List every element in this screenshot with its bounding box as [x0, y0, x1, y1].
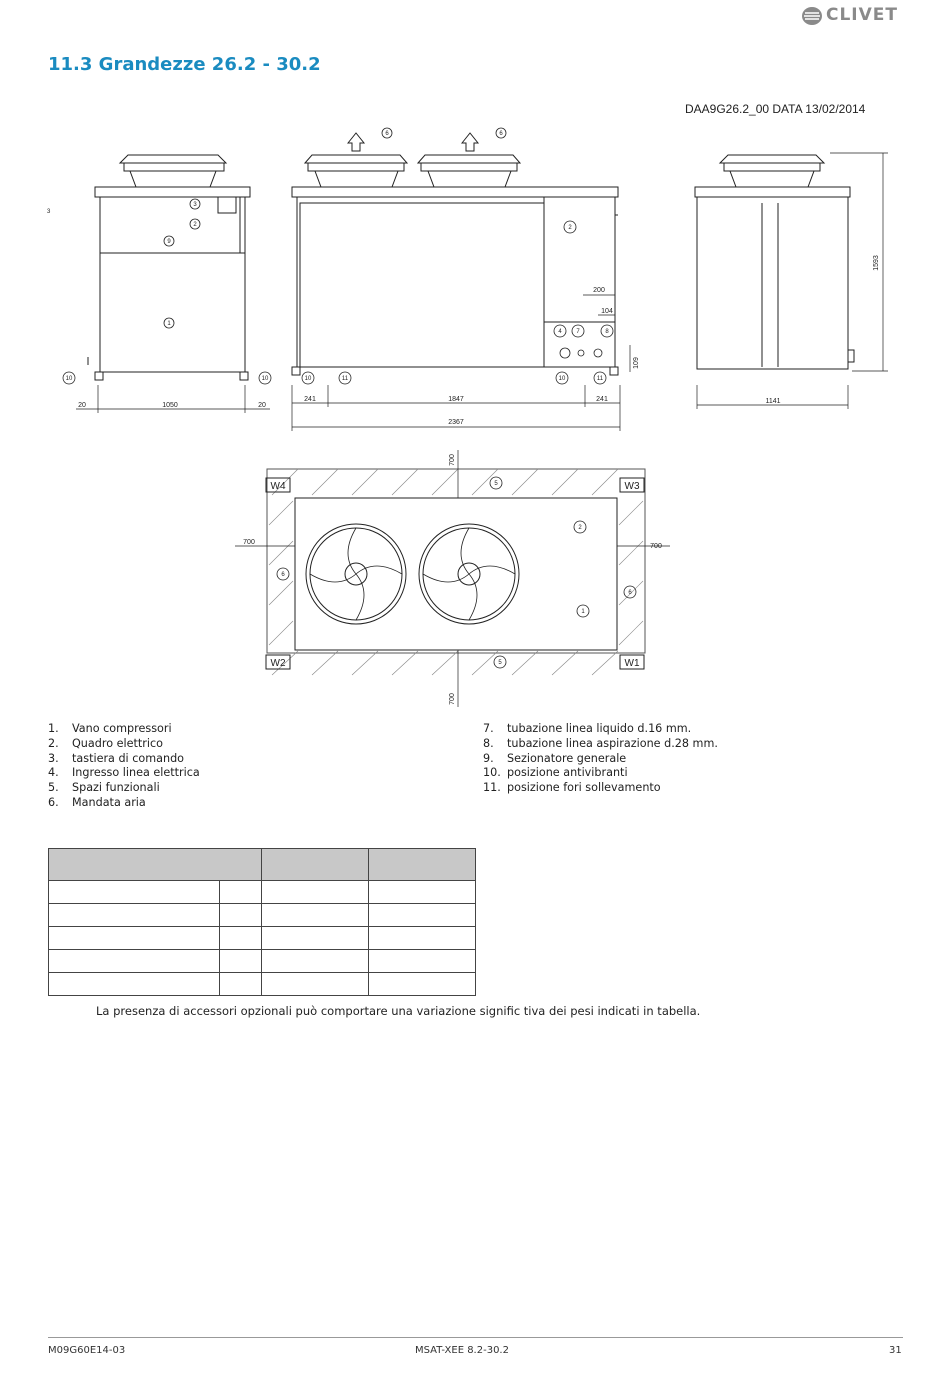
legend-item: 3.tastiera di comando: [48, 751, 185, 765]
svg-text:1: 1: [167, 321, 171, 327]
clearance-top: 700: [449, 454, 456, 466]
clivet-logo: [802, 7, 822, 25]
legend-item: 10.posizione antivibranti: [483, 766, 628, 780]
dim-side-right: 241: [596, 396, 608, 403]
fan-left: [305, 523, 407, 625]
dim-front-width: 1050: [162, 402, 178, 409]
svg-text:6: 6: [281, 572, 285, 578]
table-header-cell: [48, 848, 262, 881]
table-header-cell: [261, 848, 369, 881]
legend-item: 4.Ingresso linea elettrica: [48, 766, 200, 780]
svg-text:10: 10: [305, 376, 312, 382]
clearance-bottom: 700: [449, 693, 456, 705]
footer-divider: [48, 1337, 903, 1338]
wall-w1: W1: [625, 658, 640, 669]
drawing-ref-code: DAA9G26.2_00 DATA 13/02/2014: [685, 102, 866, 116]
wall-w3: W3: [625, 481, 640, 492]
svg-text:7: 7: [576, 329, 580, 335]
svg-text:5: 5: [494, 481, 498, 487]
legend-item: 11.posizione fori sollevamento: [483, 781, 661, 795]
wall-w4: W4: [271, 481, 286, 492]
svg-text:11: 11: [342, 376, 349, 382]
svg-text:10: 10: [66, 376, 73, 382]
svg-text:2: 2: [193, 222, 197, 228]
table-header-cell: [368, 848, 476, 881]
legend-item: 9.Sezionatore generale: [483, 751, 627, 765]
dim-right-width: 1141: [765, 398, 780, 405]
legend-item: 8.tubazione linea aspirazione d.28 mm.: [483, 736, 718, 750]
legend-item: 2.Quadro elettrico: [48, 736, 163, 750]
legend-item: 6.Mandata aria: [48, 795, 146, 809]
legend-item: 7.tubazione linea liquido d.16 mm.: [483, 722, 692, 735]
dim-front-right: 20: [258, 402, 266, 409]
plan-view: [265, 468, 646, 676]
dim-right-height: 1593: [873, 255, 880, 271]
svg-text:3: 3: [193, 202, 197, 208]
svg-text:8: 8: [605, 329, 609, 335]
plan-callouts: [276, 476, 637, 669]
legend-item: 5.Spazi funzionali: [48, 781, 160, 795]
table-row: [48, 949, 476, 973]
clearance-left: 700: [243, 539, 255, 546]
weights-table: [48, 848, 476, 996]
side-view-callouts: [301, 127, 614, 385]
page-number: 31: [889, 1345, 902, 1356]
fan-right: [418, 523, 520, 625]
svg-text:10: 10: [262, 376, 269, 382]
table-row: [48, 926, 476, 950]
legend-left: 1.Vano compressori 2.Quadro elettrico 3.…: [48, 722, 200, 811]
dim-side-109: 109: [633, 357, 640, 369]
svg-text:6: 6: [499, 131, 503, 137]
footer-doc-code: M09G60E14-03: [48, 1345, 126, 1356]
svg-text:5: 5: [498, 660, 502, 666]
svg-text:2: 2: [568, 225, 572, 231]
section-title: 11.3 Grandezze 26.2 - 30.2: [48, 54, 321, 75]
svg-text:1: 1: [581, 609, 585, 615]
side-view: [291, 132, 619, 376]
front-view-callouts: [62, 198, 272, 385]
dim-side-200: 200: [593, 287, 605, 294]
right-view: [694, 154, 855, 370]
table-row: [48, 972, 476, 996]
weights-note: La presenza di accessori opzionali può c…: [96, 1004, 701, 1018]
legend-right: 7.tubazione linea liquido d.16 mm. 8.tub…: [483, 722, 718, 796]
dim-side-left: 241: [304, 396, 316, 403]
svg-text:11: 11: [597, 376, 604, 382]
front-view: [87, 154, 251, 381]
small-mark: 3: [47, 209, 51, 215]
svg-text:6: 6: [385, 131, 389, 137]
table-header-row: [48, 848, 476, 881]
dim-side-span: 1847: [448, 396, 464, 403]
footer-model: MSAT-XEE 8.2-30.2: [415, 1345, 509, 1356]
clearance-right: 700: [650, 543, 662, 550]
table-row: [48, 903, 476, 927]
svg-text:9: 9: [167, 239, 171, 245]
svg-text:6: 6: [628, 590, 632, 596]
dim-side-total: 2367: [448, 419, 464, 426]
svg-text:4: 4: [558, 329, 562, 335]
dim-side-104: 104: [601, 308, 613, 315]
svg-text:10: 10: [559, 376, 566, 382]
dim-front-left: 20: [78, 402, 86, 409]
brand-name: CLIVET: [826, 5, 898, 25]
table-row: [48, 880, 476, 904]
svg-text:2: 2: [578, 525, 582, 531]
legend-item: 1.Vano compressori: [48, 722, 172, 735]
wall-w2: W2: [271, 658, 286, 669]
